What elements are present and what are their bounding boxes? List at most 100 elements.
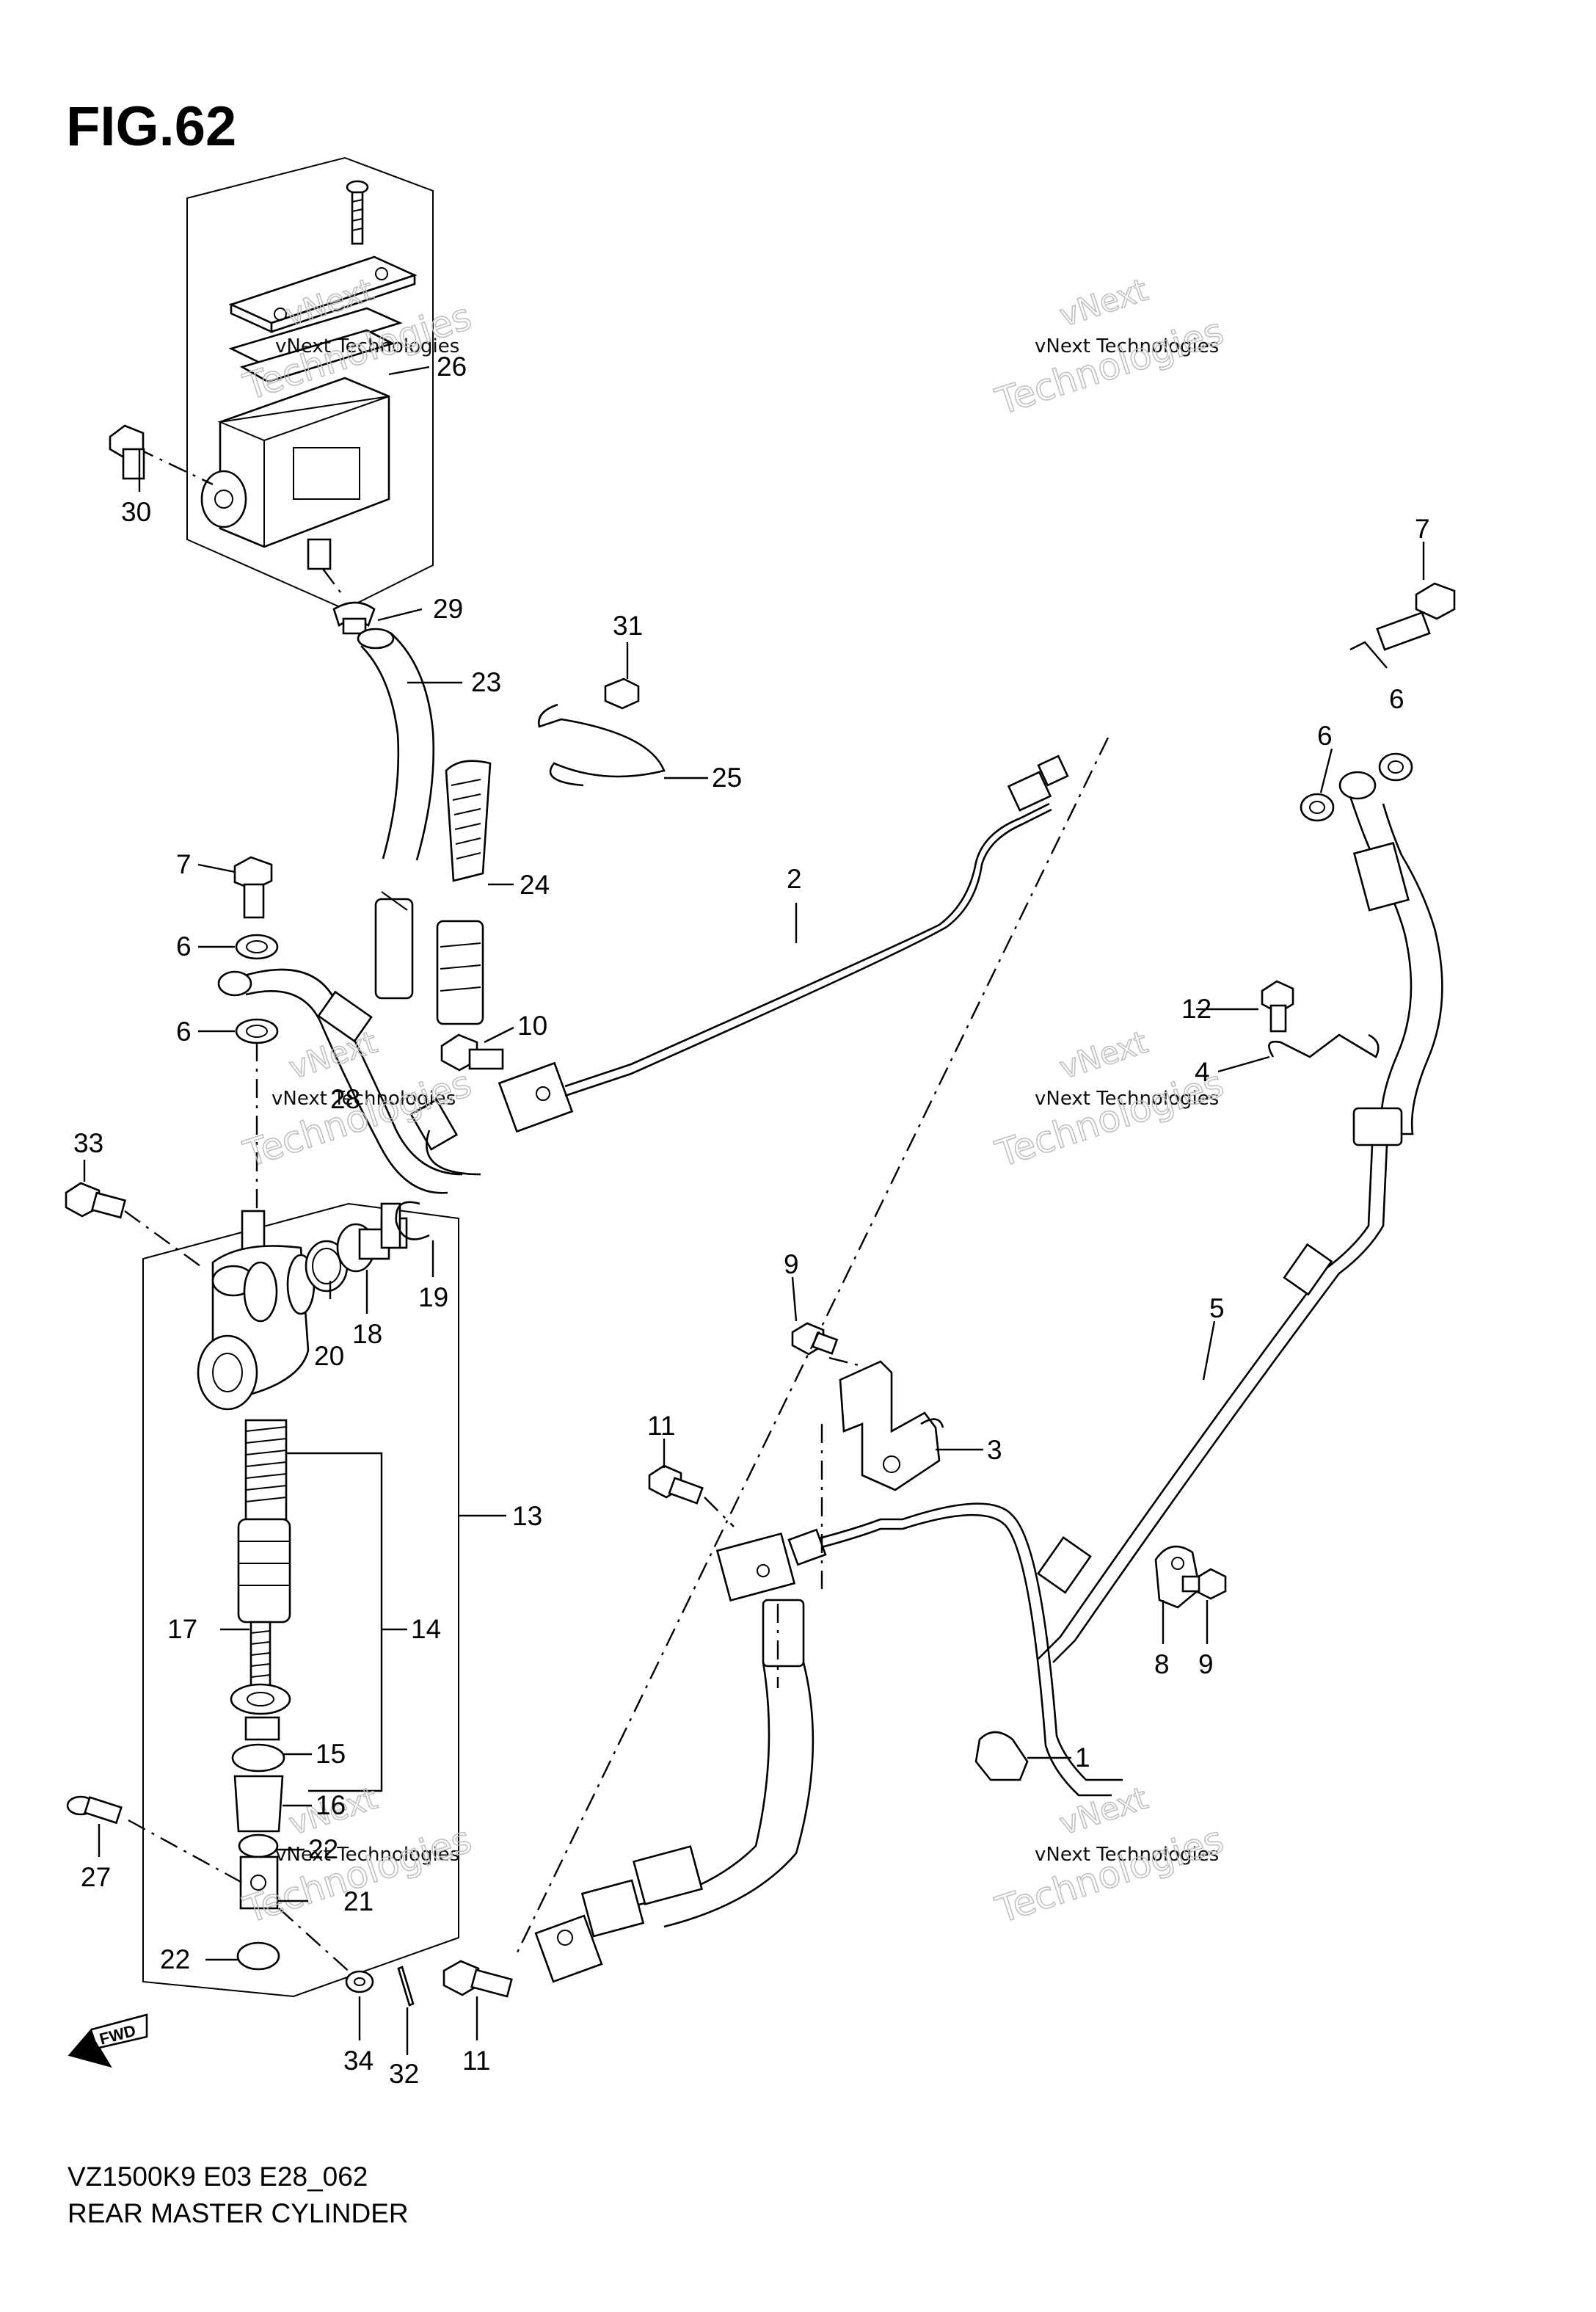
callout-7-b: 7 (1415, 514, 1430, 544)
callout-17: 17 (167, 1614, 197, 1644)
svg-text:vNext Technologies: vNext Technologies (272, 1088, 456, 1110)
leader-lines (83, 366, 1425, 2055)
callout-9-b: 9 (1198, 1649, 1214, 1679)
reservoir-frame (186, 156, 434, 611)
reservoir-cap-screw (346, 180, 369, 245)
callout-34: 34 (343, 2046, 374, 2076)
callout-27: 27 (81, 1862, 111, 1892)
hose-clamp-4 (1268, 1033, 1380, 1058)
union-bolt-lower-11 (442, 1960, 513, 1998)
banjo-bolt-left (233, 856, 273, 919)
master-cylinder-body (197, 1210, 316, 1411)
piston-assembly (230, 1419, 291, 1833)
callout-28: 28 (330, 1084, 360, 1114)
clamp-bolt (1261, 980, 1294, 1033)
callout-13: 13 (512, 1501, 542, 1531)
callout-24: 24 (520, 870, 550, 900)
reservoir-connector (336, 1202, 401, 1273)
svg-text:Technologies: Technologies (991, 1062, 1228, 1176)
clevis-pin (66, 1795, 243, 1884)
svg-text:vNext Technologies: vNext Technologies (1035, 1088, 1219, 1110)
union-bolt-upper-11 (648, 1464, 735, 1527)
svg-text:vNext: vNext (1055, 272, 1152, 334)
lower-union (534, 1532, 815, 1983)
callout-1: 1 (1075, 1742, 1090, 1773)
callout-30: 30 (121, 497, 151, 527)
reservoir-body (219, 377, 390, 548)
callout-12: 12 (1181, 994, 1211, 1024)
svg-text:vNext: vNext (1055, 1024, 1152, 1086)
svg-text:Technologies: Technologies (991, 310, 1228, 423)
circlip-19 (395, 1201, 430, 1240)
figure-name: REAR MASTER CYLINDER (68, 2198, 409, 2228)
reservoir-mount-bolt (109, 424, 145, 480)
watermark: vNext vNext Technologies Technologies vN… (238, 271, 1229, 1932)
figure-title: FIG.62 (66, 95, 236, 158)
callout-15: 15 (316, 1739, 346, 1769)
callout-31: 31 (613, 611, 643, 641)
washer-right-2 (1378, 752, 1413, 782)
callout-6-b: 6 (176, 1017, 192, 1047)
callout-10: 10 (517, 1011, 547, 1041)
callout-7-a: 7 (176, 849, 192, 879)
reference-line (516, 737, 1109, 1953)
callout-33: 33 (73, 1128, 103, 1158)
washer-left-lower (235, 1018, 279, 1044)
model-code: VZ1500K9 E03 E28_062 (68, 2162, 368, 2192)
svg-text:vNext Technologies: vNext Technologies (1035, 1844, 1219, 1866)
callout-26: 26 (437, 352, 467, 382)
master-cylinder-frame (142, 1202, 459, 1998)
callout-14: 14 (411, 1614, 441, 1644)
callout-11-b: 11 (462, 2046, 490, 2076)
washer-34 (345, 1970, 374, 1993)
callout-8: 8 (1154, 1649, 1170, 1679)
clamp-8 (1154, 1545, 1227, 1609)
svg-text:vNext Technologies: vNext Technologies (275, 1844, 459, 1866)
svg-text:vNext Technologies: vNext Technologies (275, 335, 459, 357)
callout-29: 29 (433, 594, 463, 624)
callout-4: 4 (1195, 1057, 1210, 1087)
callout-5: 5 (1209, 1293, 1225, 1323)
bracket-3 (791, 1322, 944, 1491)
reservoir-group (109, 156, 434, 611)
callout-11-a: 11 (647, 1411, 675, 1441)
svg-text:Technologies: Technologies (991, 1818, 1228, 1932)
cotter-pin (397, 1966, 415, 2007)
fwd-arrow: FWD (68, 2013, 148, 2068)
master-cylinder-hose (241, 968, 463, 1176)
callout-22-b: 22 (160, 1944, 190, 1974)
hose-clamp (332, 601, 376, 635)
callout-3: 3 (987, 1435, 1002, 1465)
banjo-bolt-right (1376, 582, 1456, 651)
callouts: 1 2 3 4 5 6 6 6 6 7 7 8 9 9 10 11 11 12 … (73, 352, 1430, 2089)
callout-22-a: 22 (308, 1834, 338, 1864)
callout-20: 20 (314, 1341, 344, 1371)
brake-pipe-lower (787, 1502, 1123, 1797)
alt-hose (445, 760, 492, 882)
master-cylinder-bolt (65, 1182, 206, 1270)
svg-text:vNext: vNext (1055, 1780, 1152, 1842)
group-bracket-14 (286, 1452, 383, 1792)
reservoir-diaphragm (228, 307, 403, 366)
brake-pipe-upper (498, 755, 1069, 1133)
callout-25: 25 (712, 763, 742, 793)
callout-6-d: 6 (1389, 684, 1404, 714)
callout-18: 18 (352, 1319, 382, 1349)
reservoir-hose (360, 645, 400, 859)
callout-9-a: 9 (784, 1249, 799, 1279)
callout-6-a: 6 (176, 931, 192, 961)
svg-text:vNext: vNext (285, 1024, 382, 1086)
callout-6-c: 6 (1317, 721, 1333, 751)
callout-2: 2 (787, 864, 802, 894)
svg-text:vNext Technologies: vNext Technologies (1035, 335, 1219, 357)
callout-23: 23 (471, 667, 501, 697)
washer-right-1 (1300, 793, 1335, 822)
callout-19: 19 (418, 1282, 448, 1312)
callout-32: 32 (389, 2059, 419, 2089)
hose-clip (538, 677, 666, 787)
callout-21: 21 (343, 1886, 374, 1916)
washer-left-upper (235, 934, 279, 960)
callout-16: 16 (316, 1790, 346, 1820)
union-bolt (440, 1033, 504, 1072)
